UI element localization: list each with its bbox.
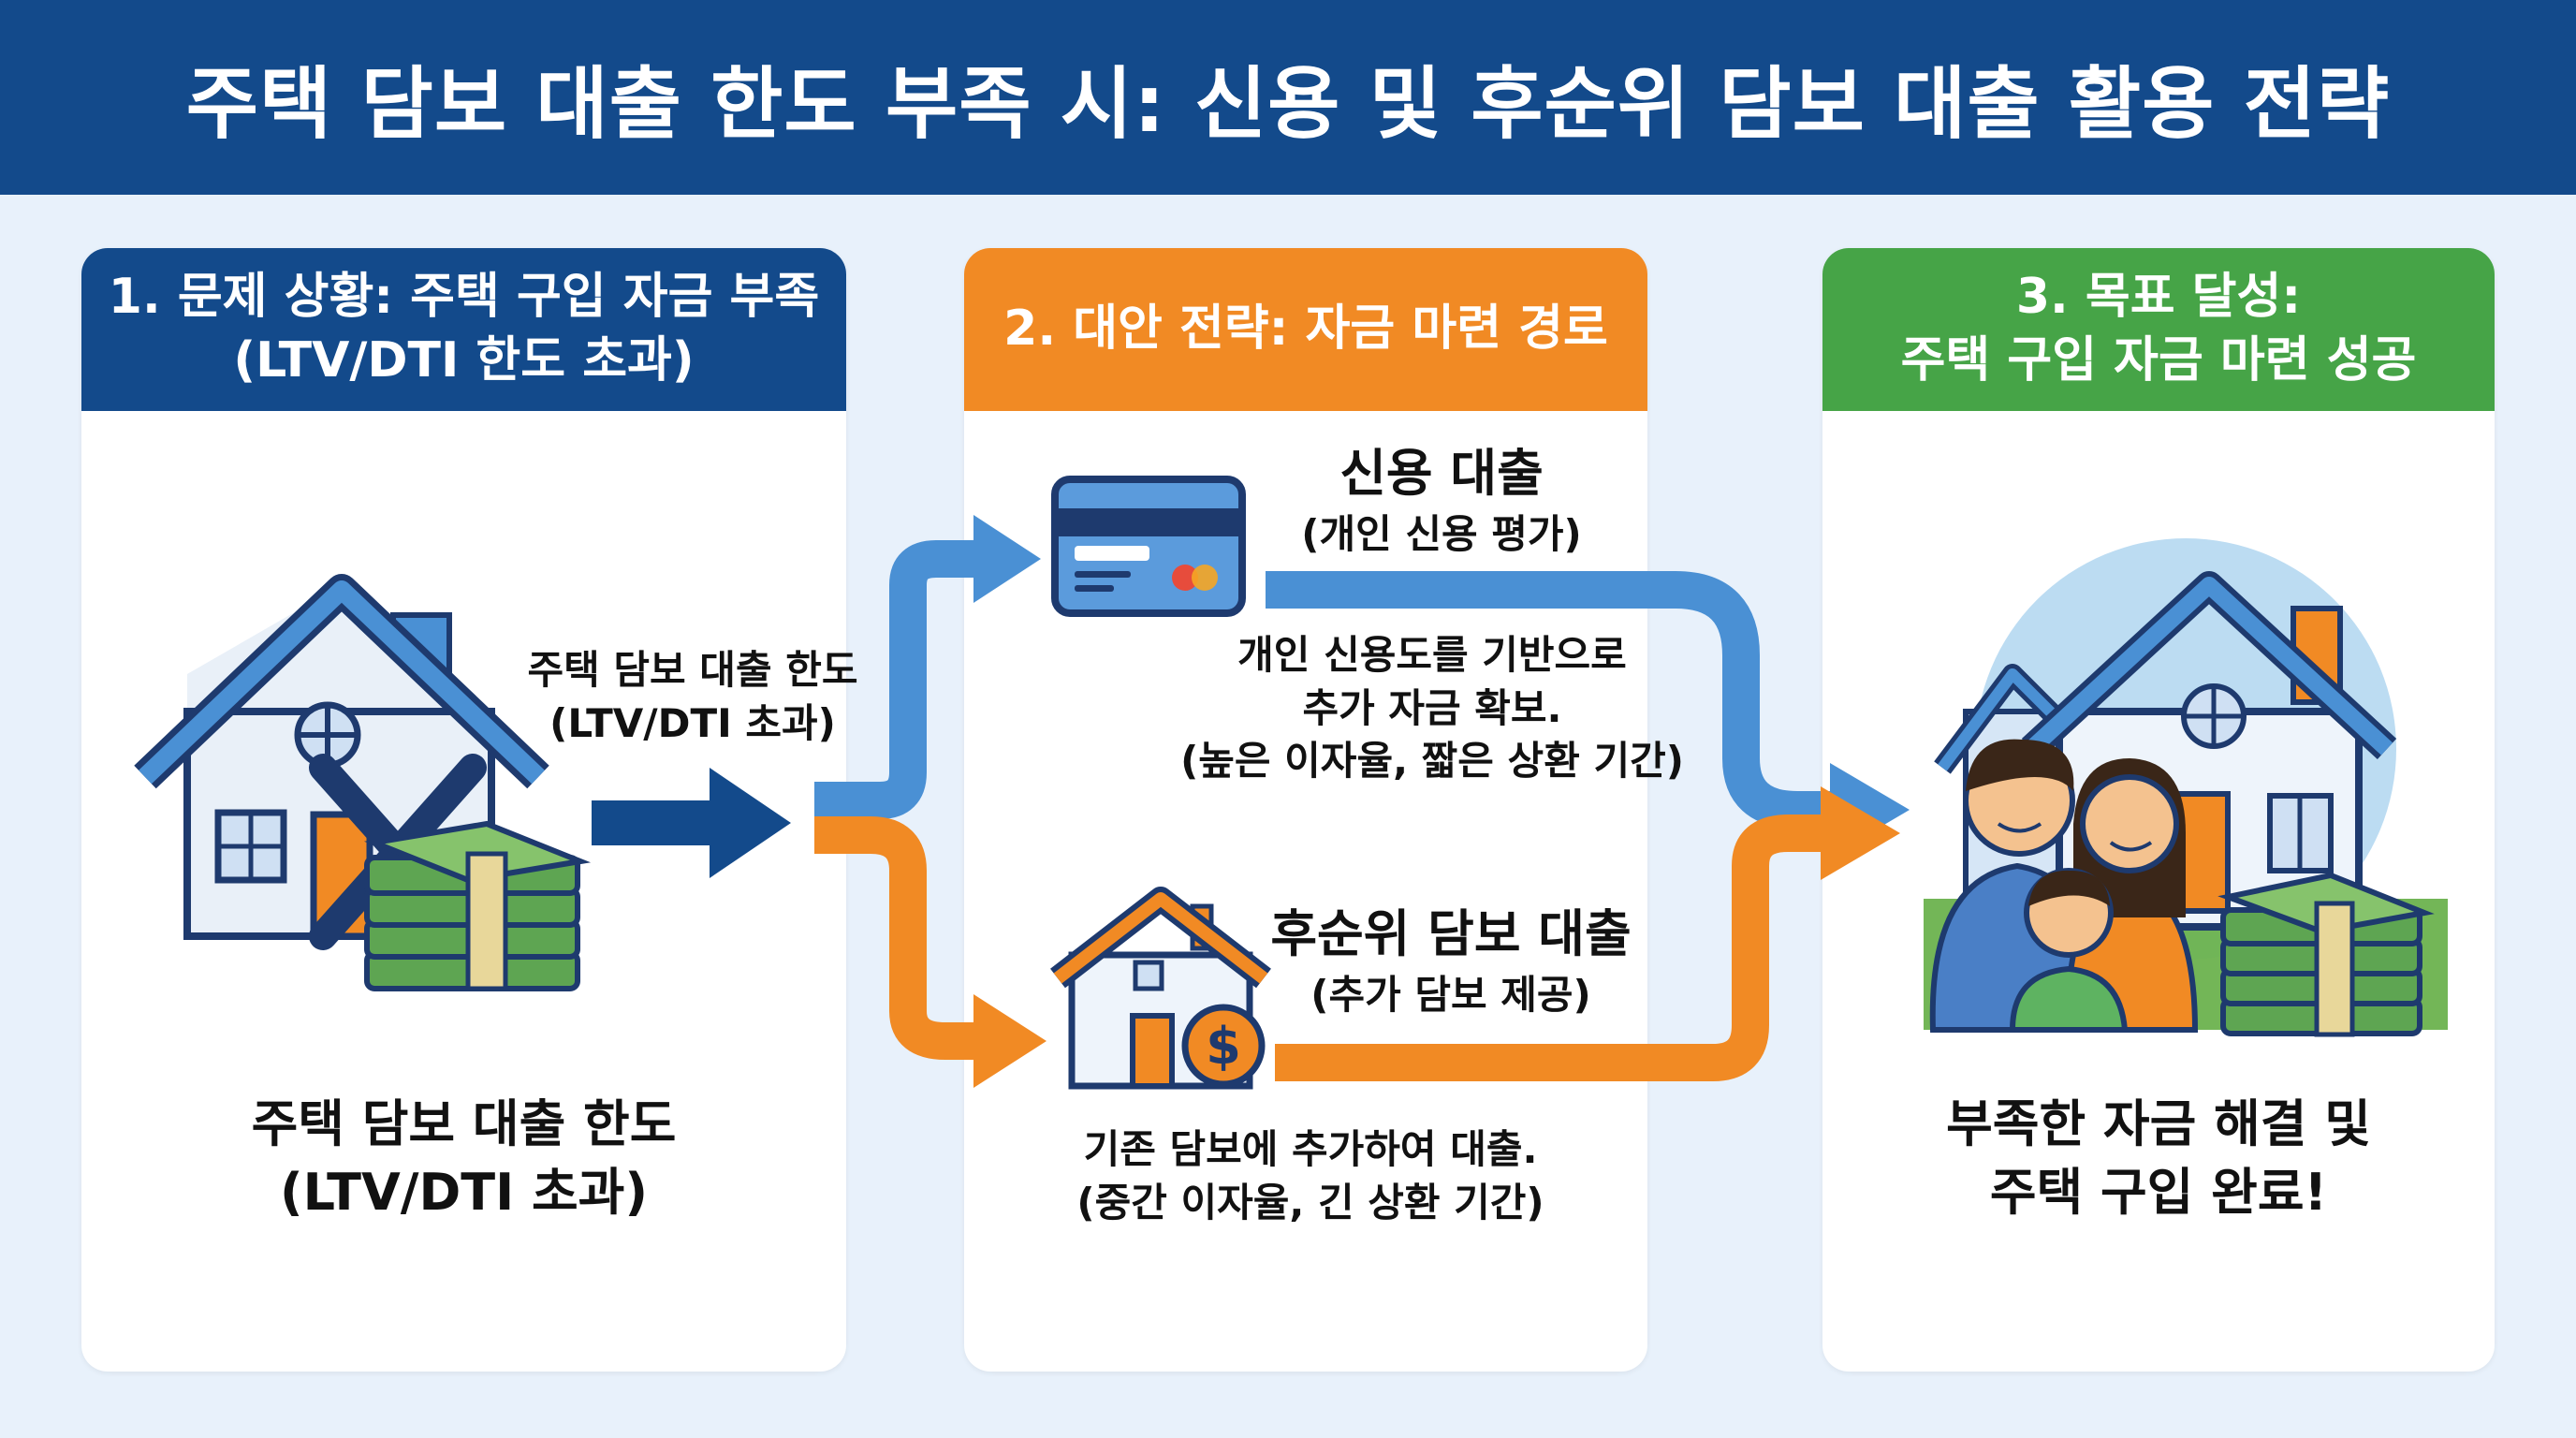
blue-flow-arrow-to-goal — [1266, 571, 1839, 829]
panel-problem-header-line2: (LTV/DTI 한도 초과) — [233, 332, 695, 389]
arrow-label-line2: (LTV/DTI 초과) — [549, 699, 836, 746]
arrow-label: 주택 담보 대출 한도 (LTV/DTI 초과) — [487, 644, 899, 750]
orange-arrowhead-goal — [1821, 786, 1900, 880]
panel-strategy: 2. 대안 전략: 자금 마련 경로 — [964, 248, 1647, 1372]
credit-loan-desc-line2: 추가 자금 확보. — [1302, 684, 1562, 731]
junior-loan-title: 후순위 담보 대출 — [1270, 904, 1632, 963]
orange-flow-arrow-to-goal — [1275, 814, 1835, 1081]
junior-loan-label: 후순위 담보 대출 (추가 담보 제공) — [1254, 901, 1647, 1022]
svg-text:$: $ — [1206, 1017, 1241, 1076]
title-bar: 주택 담보 대출 한도 부족 시: 신용 및 후순위 담보 대출 활용 전략 — [0, 0, 2576, 195]
money-stack-icon — [363, 820, 592, 991]
panel-strategy-header: 2. 대안 전략: 자금 마련 경로 — [964, 248, 1647, 411]
panel-goal-caption-line1: 부족한 자금 해결 및 — [1946, 1094, 2371, 1153]
panel-goal-caption-line2: 주택 구입 완료! — [1989, 1162, 2328, 1222]
credit-loan-subtitle: (개인 신용 평가) — [1301, 510, 1582, 557]
junior-loan-desc-line1: 기존 담보에 추가하여 대출. — [1083, 1126, 1538, 1172]
panel-problem-caption-line2: (LTV/DTI 초과) — [279, 1162, 649, 1222]
credit-loan-desc-line3: (높은 이자율, 짧은 상환 기간) — [1180, 738, 1684, 785]
orange-arrowhead-junior — [973, 994, 1046, 1088]
orange-flow-arrow-to-junior — [814, 816, 983, 1060]
credit-loan-desc-line1: 개인 신용도를 기반으로 — [1237, 632, 1627, 678]
panel-goal-header-line1: 3. 목표 달성: — [2015, 269, 2302, 326]
navy-arrow-shaft — [592, 800, 718, 845]
credit-loan-label: 신용 대출 (개인 신용 평가) — [1254, 440, 1629, 562]
panel-goal-header-line2: 주택 구입 자금 마련 성공 — [1900, 332, 2417, 389]
junior-loan-desc-line2: (중간 이자율, 긴 상환 기간) — [1076, 1179, 1544, 1225]
panel-problem-header-line1: 1. 문제 상황: 주택 구입 자금 부족 — [108, 269, 820, 326]
house-with-dollar-coin-icon: $ — [1050, 887, 1271, 1090]
panel-problem-caption: 주택 담보 대출 한도 (LTV/DTI 초과) — [81, 1091, 846, 1227]
credit-loan-title: 신용 대출 — [1339, 444, 1544, 503]
money-stack-goal-icon — [2217, 872, 2435, 1037]
blue-flow-arrow-to-credit — [814, 540, 983, 819]
panel-goal-caption: 부족한 자금 해결 및 주택 구입 완료! — [1822, 1091, 2495, 1227]
blue-arrowhead-credit — [973, 515, 1041, 603]
family-icon — [1929, 739, 2199, 1033]
panel-problem-caption-line1: 주택 담보 대출 한도 — [251, 1094, 677, 1153]
credit-card-icon — [1051, 476, 1246, 617]
panel-goal-header: 3. 목표 달성: 주택 구입 자금 마련 성공 — [1822, 248, 2495, 411]
junior-loan-description: 기존 담보에 추가하여 대출. (중간 이자율, 긴 상환 기간) — [1039, 1123, 1582, 1229]
panel-strategy-header-text: 2. 대안 전략: 자금 마련 경로 — [1003, 301, 1608, 358]
junior-loan-subtitle: (추가 담보 제공) — [1310, 971, 1591, 1018]
arrow-label-line1: 주택 담보 대출 한도 — [527, 647, 858, 693]
page-title: 주택 담보 대출 한도 부족 시: 신용 및 후순위 담보 대출 활용 전략 — [185, 57, 2391, 150]
navy-arrowhead — [710, 768, 791, 878]
credit-loan-description: 개인 신용도를 기반으로 추가 자금 확보. (높은 이자율, 짧은 상환 기간… — [1151, 629, 1713, 788]
panel-problem-header: 1. 문제 상황: 주택 구입 자금 부족 (LTV/DTI 한도 초과) — [81, 248, 846, 411]
